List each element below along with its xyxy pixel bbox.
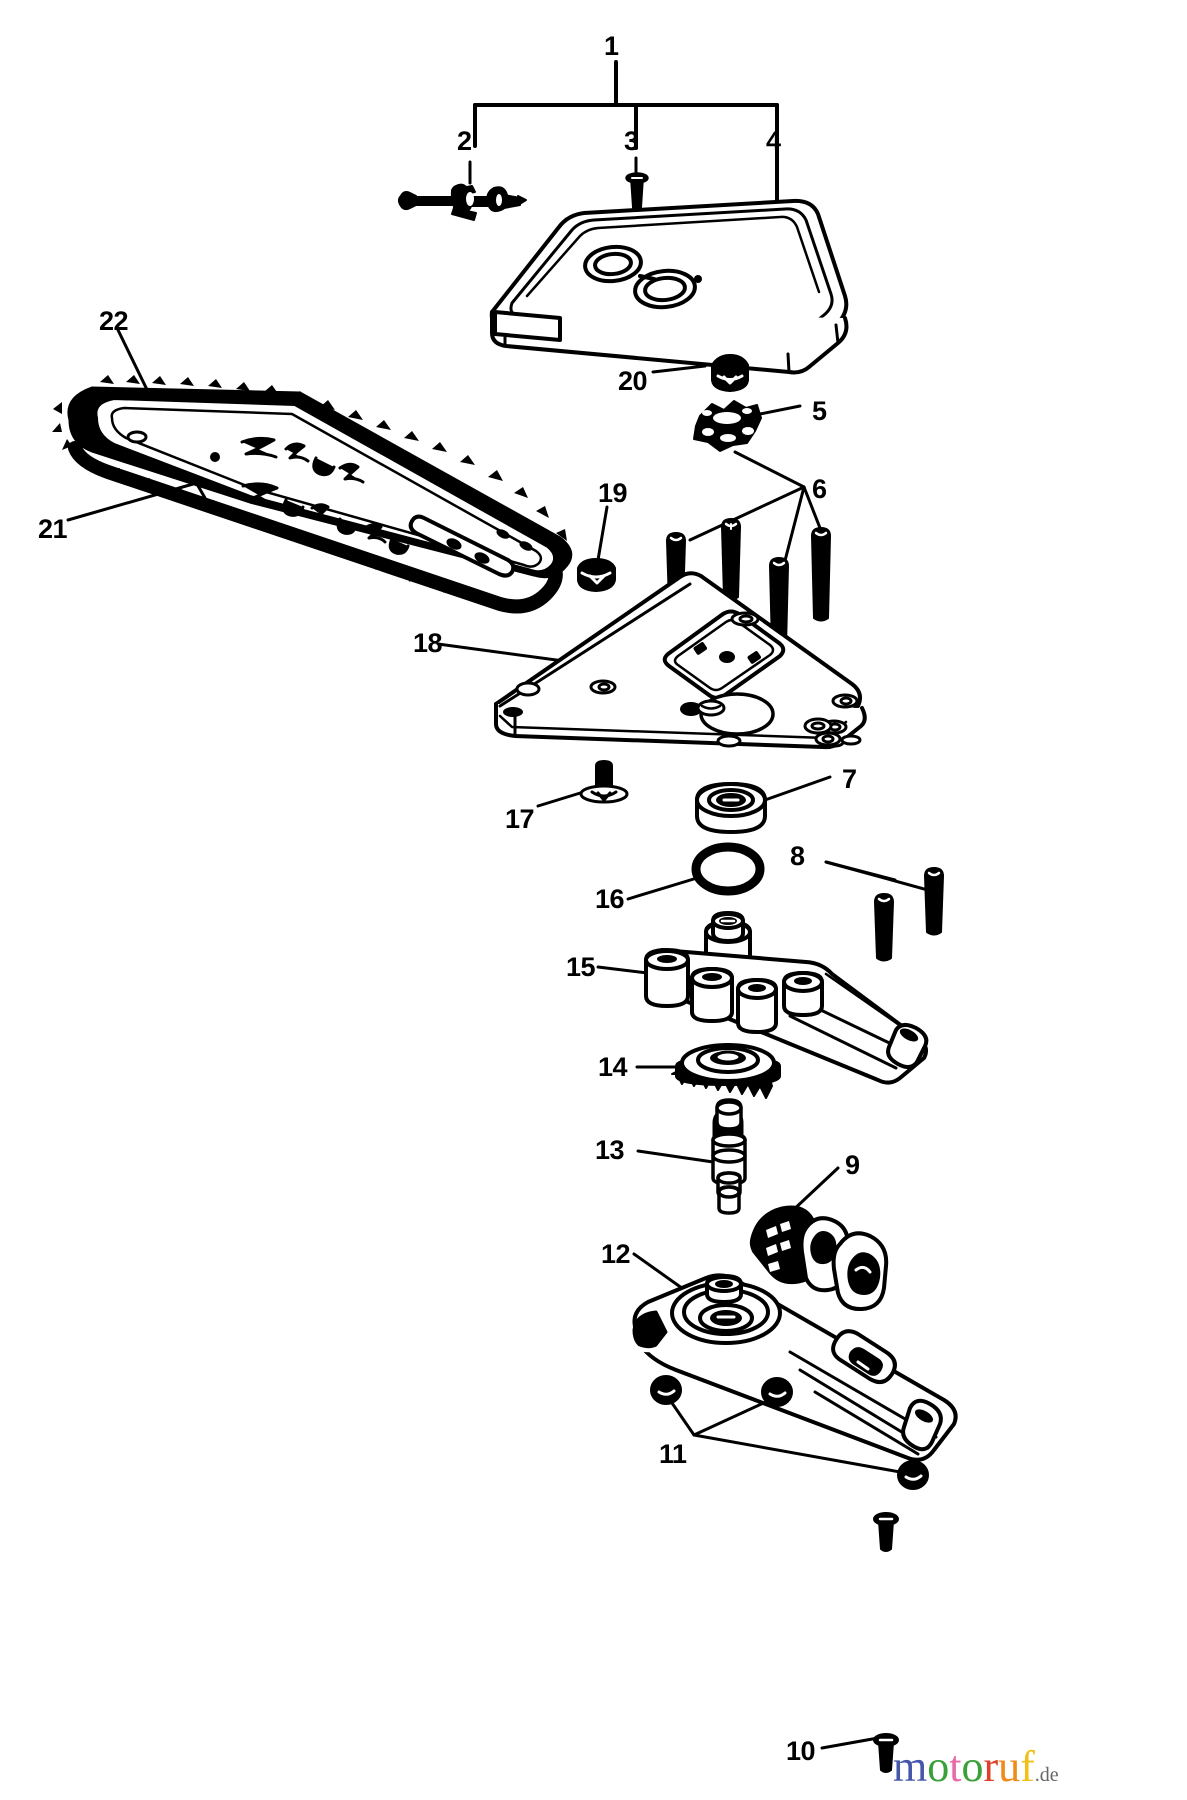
part-14-sprocket-gear [635, 1043, 781, 1099]
part-11-plugs-group [650, 1375, 929, 1490]
part-17-rivet-pin [536, 760, 629, 808]
part-2-clamp-screw [398, 160, 527, 221]
part-9-bearing-assembly [749, 1166, 889, 1312]
watermark-letter-r: r [983, 1742, 999, 1791]
callout-16: 16 [595, 884, 625, 914]
part-20-hex-nut [651, 354, 749, 392]
watermark-letter-o2: o [961, 1742, 984, 1791]
callout-6: 6 [812, 474, 827, 504]
watermark-letter-u: u [998, 1742, 1021, 1791]
callout-21: 21 [38, 514, 68, 544]
callout-17: 17 [505, 804, 535, 834]
callout-10: 10 [786, 1736, 816, 1766]
callout-8: 8 [790, 841, 805, 871]
callout-2: 2 [457, 126, 472, 156]
part-19-flange-nut [577, 505, 616, 592]
watermark-suffix: .de [1034, 1764, 1059, 1786]
callout-20: 20 [618, 366, 648, 396]
part-15-upper-gearcase-housing [596, 911, 929, 1085]
motoruf-watermark: motoruf.de [893, 1745, 1059, 1789]
callout-22: 22 [99, 306, 129, 336]
callout-3: 3 [624, 126, 639, 156]
callout-4: 4 [766, 126, 781, 156]
part-18-base-plate [436, 571, 867, 750]
callout-5: 5 [812, 396, 827, 426]
callout-11: 11 [659, 1439, 687, 1469]
part-22-guide-bar-and-21-chain [52, 328, 573, 614]
part-5-star-flange-washer [693, 400, 802, 452]
watermark-letter-o1: o [927, 1742, 950, 1791]
callout-7: 7 [842, 764, 857, 794]
part-13-drive-shaft-spindle [636, 1098, 747, 1215]
part-8-screws-group [824, 860, 944, 962]
callout-1: 1 [604, 31, 619, 61]
callout-18: 18 [413, 628, 443, 658]
callout-9: 9 [845, 1150, 860, 1180]
callout-12: 12 [601, 1239, 631, 1269]
watermark-letter-m: m [893, 1742, 928, 1791]
part-16-o-ring [626, 842, 765, 901]
callout-14: 14 [598, 1052, 628, 1082]
watermark-letter-t: t [949, 1742, 962, 1791]
callout-15: 15 [566, 952, 596, 982]
part-4-cover-housing [489, 198, 849, 375]
callout-13: 13 [595, 1135, 625, 1165]
callout-19: 19 [598, 478, 628, 508]
part-10-screw [820, 1512, 899, 1773]
part-7-ball-bearing [695, 775, 832, 834]
part-12-lower-gearcase-housing [632, 1252, 958, 1462]
watermark-letter-f: f [1020, 1742, 1035, 1791]
